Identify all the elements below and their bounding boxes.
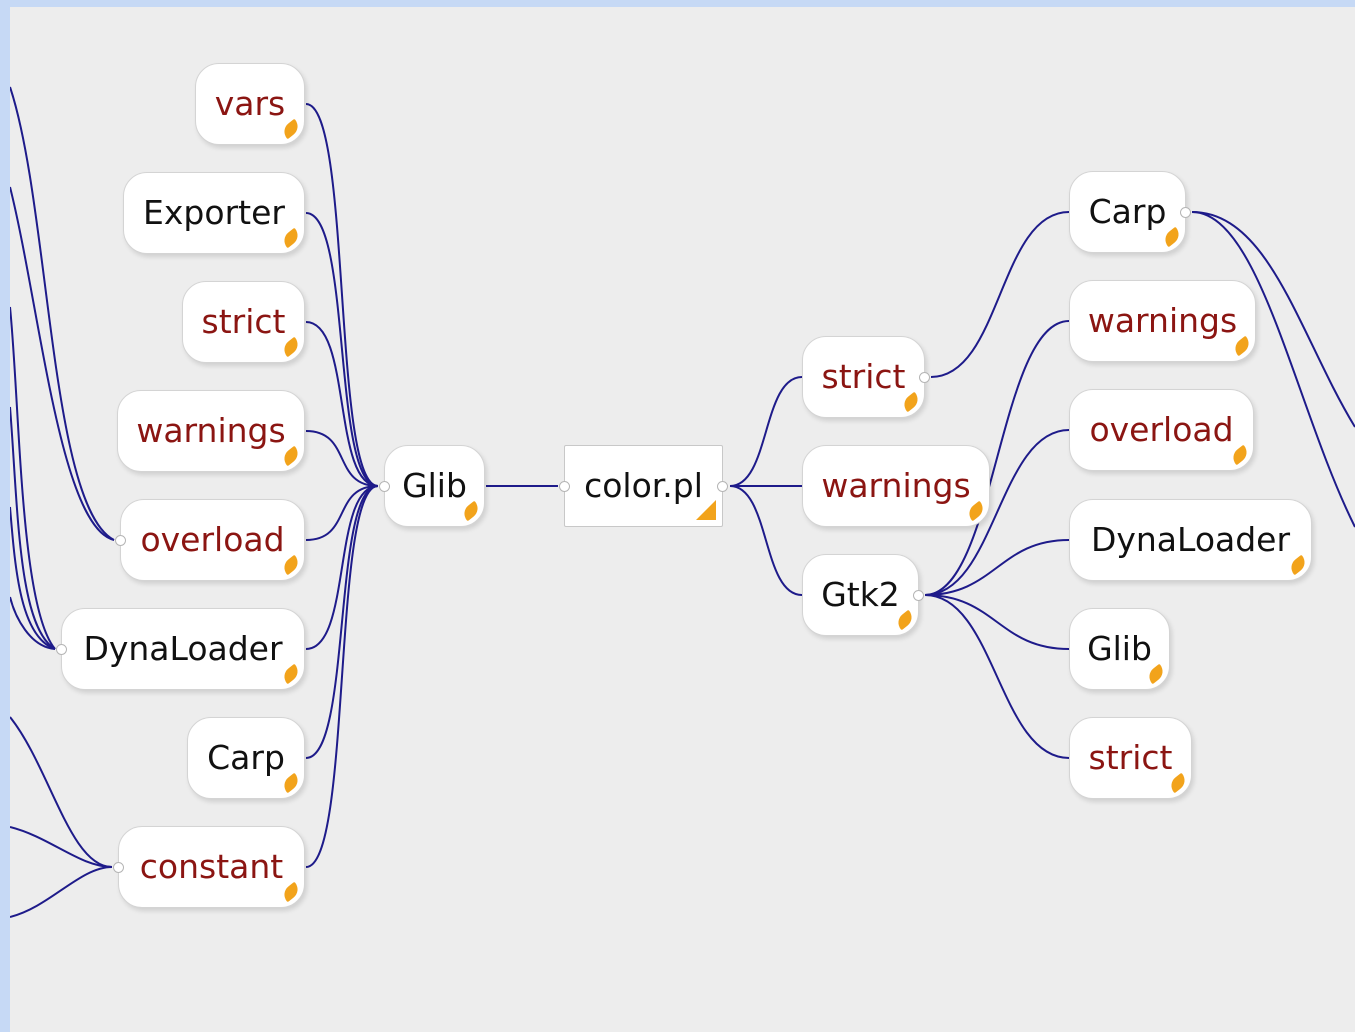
- node-label: warnings: [136, 411, 286, 450]
- node-label: Glib: [402, 466, 467, 505]
- node-label: strict: [201, 302, 286, 341]
- expand-port-icon[interactable]: [919, 372, 930, 383]
- edge-line: [305, 430, 379, 487]
- node-carp[interactable]: Carp: [187, 717, 305, 799]
- node-vars[interactable]: vars: [195, 63, 305, 145]
- expand-port-icon[interactable]: [1180, 207, 1191, 218]
- node-root-color-pl[interactable]: color.pl: [559, 445, 728, 527]
- edge-line: [10, 596, 56, 650]
- node-warnings[interactable]: warnings: [1069, 280, 1256, 362]
- edge-line: [729, 485, 803, 596]
- edge-line: [924, 539, 1070, 596]
- expand-port-icon[interactable]: [115, 535, 126, 546]
- node-label: overload: [1089, 410, 1234, 449]
- node-exporter[interactable]: Exporter: [123, 172, 305, 254]
- node-dynaloader[interactable]: DynaLoader: [1069, 499, 1312, 581]
- node-label: color.pl: [584, 466, 703, 505]
- node-label: warnings: [821, 466, 971, 505]
- leaf-icon: [280, 881, 302, 903]
- graph-canvas[interactable]: vars Exporter strict warnings overload D…: [10, 7, 1355, 1032]
- node-label: vars: [214, 84, 286, 123]
- expand-port-icon[interactable]: [113, 862, 124, 873]
- node-label: DynaLoader: [1090, 520, 1291, 559]
- expand-port-icon[interactable]: [913, 590, 924, 601]
- edge-line: [305, 212, 379, 487]
- edge-line: [930, 211, 1070, 378]
- node-gtk2[interactable]: Gtk2: [802, 554, 924, 636]
- edge-line: [10, 826, 113, 868]
- leaf-icon: [280, 663, 302, 685]
- edges-layer: [10, 86, 1355, 918]
- edge-line: [1191, 211, 1355, 528]
- node-label: warnings: [1087, 301, 1238, 340]
- edge-line: [924, 429, 1070, 596]
- edge-line: [10, 86, 115, 541]
- edge-line: [924, 594, 1070, 759]
- node-strict[interactable]: strict: [802, 336, 930, 418]
- node-label: strict: [821, 357, 906, 396]
- edge-line: [10, 186, 115, 541]
- node-label: constant: [139, 847, 284, 886]
- edge-line: [305, 485, 379, 541]
- node-strict[interactable]: strict: [1069, 717, 1192, 799]
- edge-line: [10, 866, 113, 918]
- node-strict[interactable]: strict: [182, 281, 305, 363]
- leaf-icon: [696, 500, 716, 520]
- node-warnings[interactable]: warnings: [117, 390, 305, 472]
- node-carp[interactable]: Carp: [1069, 171, 1191, 253]
- edge-line: [10, 306, 56, 650]
- node-glib[interactable]: Glib: [379, 445, 485, 527]
- node-label: Carp: [1088, 192, 1167, 231]
- edge-line: [305, 103, 379, 487]
- edge-line: [305, 485, 379, 868]
- leaf-icon: [1287, 554, 1309, 576]
- edge-line: [729, 376, 803, 487]
- node-label: Gtk2: [821, 575, 900, 614]
- node-label: overload: [140, 520, 285, 559]
- edge-line: [1191, 211, 1355, 428]
- edge-line: [924, 594, 1070, 650]
- node-overload[interactable]: overload: [1069, 389, 1254, 471]
- edge-line: [305, 485, 379, 650]
- node-label: Carp: [207, 738, 285, 777]
- expand-port-icon[interactable]: [56, 644, 67, 655]
- edge-line: [305, 321, 379, 487]
- edge-line: [10, 506, 56, 650]
- node-glib[interactable]: Glib: [1069, 608, 1170, 690]
- expand-port-icon[interactable]: [379, 481, 390, 492]
- edge-line: [10, 406, 56, 650]
- node-label: strict: [1088, 738, 1173, 777]
- edge-line: [924, 320, 1070, 596]
- node-constant[interactable]: constant: [113, 826, 305, 908]
- node-overload[interactable]: overload: [115, 499, 305, 581]
- node-label: DynaLoader: [83, 629, 283, 668]
- expand-port-icon[interactable]: [559, 481, 570, 492]
- node-dynaloader[interactable]: DynaLoader: [56, 608, 305, 690]
- edge-line: [10, 716, 113, 868]
- node-warnings[interactable]: warnings: [802, 445, 990, 527]
- node-label: Glib: [1087, 629, 1152, 668]
- edge-line: [305, 485, 379, 759]
- node-label: Exporter: [143, 193, 285, 232]
- expand-port-icon[interactable]: [717, 481, 728, 492]
